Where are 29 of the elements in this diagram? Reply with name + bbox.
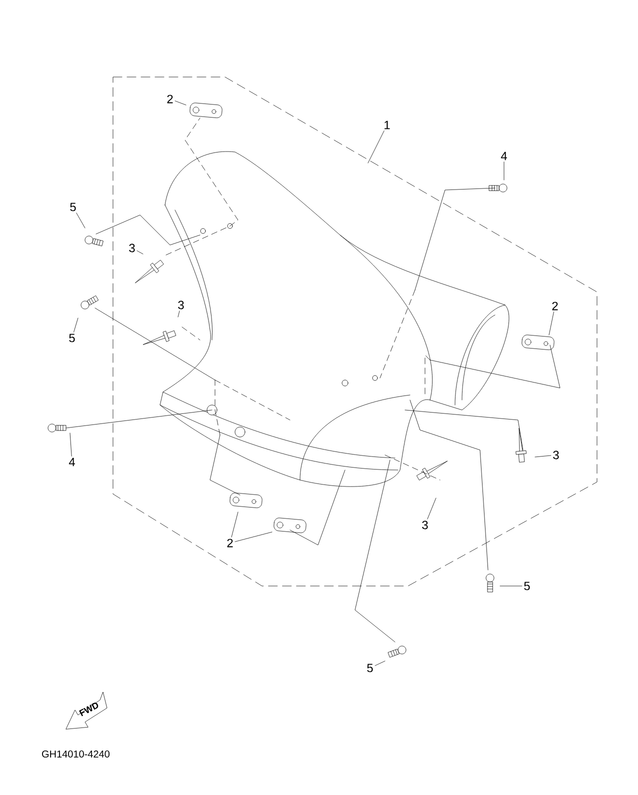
callout-number: 2 xyxy=(227,538,233,548)
leader-line xyxy=(74,318,78,332)
callout-number: 3 xyxy=(553,450,559,460)
callout-number: 3 xyxy=(129,244,135,252)
leader-line xyxy=(548,312,554,336)
callout-number: 3 xyxy=(178,300,184,310)
callout-number: 5 xyxy=(70,202,76,212)
leader-line xyxy=(368,130,384,164)
leader-line xyxy=(234,532,272,542)
leader-line xyxy=(231,512,238,538)
leader-line xyxy=(174,100,186,106)
callout-number: 2 xyxy=(167,94,173,104)
leader-line xyxy=(178,310,180,318)
callout-number: 2 xyxy=(552,302,558,310)
callout-number: 4 xyxy=(68,458,75,466)
leader-line xyxy=(534,455,552,458)
leader-line xyxy=(136,250,144,254)
part-code: GH14010-4240 xyxy=(42,750,110,758)
leader-line xyxy=(427,498,436,520)
callout-number: 5 xyxy=(69,334,75,342)
callout-number: 1 xyxy=(384,120,390,130)
leader-line xyxy=(76,212,86,228)
callout-number: 5 xyxy=(524,582,530,590)
fwd-label: FWD xyxy=(79,702,98,716)
callout-number: 4 xyxy=(500,152,507,160)
leader-line xyxy=(374,660,386,666)
callout-number: 5 xyxy=(367,664,373,672)
callout-number: 3 xyxy=(422,520,428,530)
leader-line xyxy=(70,432,72,456)
